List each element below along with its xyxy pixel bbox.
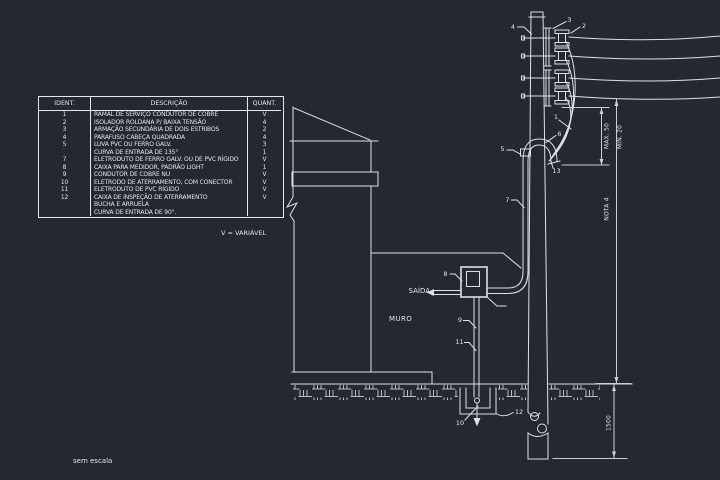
pole-break-symbol — [527, 411, 549, 437]
callout-12: 12 — [514, 407, 524, 416]
callout-10: 10 — [455, 418, 465, 427]
dimension-lines — [552, 98, 632, 459]
table-row-desc: RAMAL DE SERVIÇO CONDUTOR DE COBRE — [91, 111, 248, 119]
table-row-desc: CURVA DE ENTRADA DE 135° — [91, 148, 248, 156]
variable-note: V = VARIÁVEL — [221, 229, 267, 237]
table-row-quant: V — [262, 193, 267, 201]
footing-hatch — [293, 385, 600, 400]
table-row-ident: 12 — [39, 193, 91, 201]
scale-note: sem escala — [73, 457, 113, 465]
table-row-quant: 4 — [262, 118, 267, 126]
table-row-desc: CAIXA PARA MEDIDOR, PADRÃO LIGHT — [91, 163, 248, 171]
building-outline — [285, 106, 433, 385]
table-header-quant: QUANT. — [248, 97, 281, 111]
service-drop-bundle — [548, 41, 576, 162]
break-mark — [285, 196, 299, 222]
wall-conduit — [473, 296, 480, 398]
bushing-washer — [547, 160, 561, 165]
inspection-box — [459, 387, 497, 415]
table-row-quant: V — [262, 111, 267, 119]
callout-3: 3 — [567, 15, 572, 24]
dim-max-label: MAX. 50 — [603, 122, 611, 150]
saida-arrow — [426, 289, 462, 296]
slab-beam — [291, 171, 379, 187]
parts-table: IDENT. DESCRIÇÃO QUANT. 1 RAMAL DE SERVI… — [38, 96, 284, 218]
table-row-desc: LUVA PVC OU FERRO GALV. — [91, 141, 248, 149]
table-row-ident — [39, 148, 91, 156]
pole-bolts — [522, 37, 551, 97]
table-row-quant: V — [262, 156, 267, 164]
ground-rod — [473, 397, 481, 427]
table-row-desc: CAIXA DE INSPEÇÃO DE ATERRAMENTO — [91, 193, 248, 201]
table-header-desc: DESCRIÇÃO — [91, 97, 248, 111]
dim-nota-label: NOTA 4 — [603, 197, 611, 221]
table-row-desc: ARMAÇÃO SECUNDÁRIA DE DOIS ESTRIBOS — [91, 126, 248, 134]
meter-box-leader — [486, 296, 507, 307]
entrance-conduit — [486, 138, 561, 294]
callout-4: 4 — [510, 22, 516, 31]
table-row-desc: ISOLADOR ROLDANA P/ BAIXA TENSÃO — [91, 118, 248, 126]
callout-9: 9 — [457, 316, 463, 324]
table-row-desc: ELETRODUTO DE FERRO GALV. OU DE PVC RÍGI… — [91, 156, 248, 164]
utility-pole — [521, 11, 551, 460]
table-row-ident: 8 — [39, 163, 91, 171]
table-row-quant: 1 — [262, 163, 267, 171]
callout-8: 8 — [443, 269, 448, 278]
table-row-desc: ELETRODO DE ATERRAMENTO, COM CONECTOR — [91, 178, 248, 186]
table-row-desc: CONDUTOR DE COBRE NU — [91, 171, 248, 179]
insulators — [548, 29, 570, 105]
saida-label: SAÍDA — [408, 286, 430, 295]
table-row-quant: 4 — [262, 133, 267, 141]
table-row-ident: 1 — [39, 111, 91, 119]
callout-13: 13 — [552, 166, 561, 175]
table-row-desc: PARAFUSO CABEÇA QUADRADA — [91, 133, 248, 141]
secondary-rack — [543, 27, 552, 107]
callout-5: 5 — [500, 145, 505, 153]
callout-7: 7 — [505, 195, 510, 204]
table-row-quant: 3 — [262, 141, 267, 149]
table-row-ident: 7 — [39, 156, 91, 164]
meter-box — [460, 266, 507, 307]
table-row-quant: 2 — [262, 126, 267, 134]
muro-label: MURO — [389, 315, 413, 323]
coupling — [520, 148, 531, 157]
table-row-ident: 2 — [39, 118, 91, 126]
service-wires — [568, 35, 720, 100]
callout-1: 1 — [553, 113, 559, 121]
table-row-ident — [39, 208, 91, 216]
table-row-quant — [248, 209, 281, 217]
dim-min-label: MIN. 20 — [616, 124, 624, 150]
table-row-quant — [248, 201, 281, 209]
table-row-ident: 9 — [39, 171, 91, 179]
table-row-desc: BUCHA E ARRUELA — [91, 201, 248, 209]
table-row-quant: V — [262, 171, 267, 179]
callout-11: 11 — [455, 338, 464, 346]
muro-wall — [370, 252, 522, 269]
table-row-ident: 11 — [39, 186, 91, 194]
callout-leaders — [449, 20, 581, 421]
table-row-quant: V — [262, 186, 267, 194]
table-row-desc: CURVA DE ENTRADA DE 90°. — [91, 208, 248, 216]
table-row-quant: V — [262, 178, 267, 186]
table-row-quant: 1 — [262, 148, 267, 156]
dim-depth-label: 1500 — [605, 414, 613, 432]
table-row-ident: 4 — [39, 133, 91, 141]
table-row-ident — [39, 201, 91, 209]
callout-6: 6 — [557, 130, 562, 138]
table-row-desc: ELETRODUTO DE PVC RÍGIDO — [91, 186, 248, 194]
table-row-ident: 3 — [39, 126, 91, 134]
table-header-ident: IDENT. — [39, 97, 91, 111]
table-row-ident: 5 — [39, 141, 91, 149]
callout-2: 2 — [581, 22, 587, 30]
table-row-ident: 10 — [39, 178, 91, 186]
